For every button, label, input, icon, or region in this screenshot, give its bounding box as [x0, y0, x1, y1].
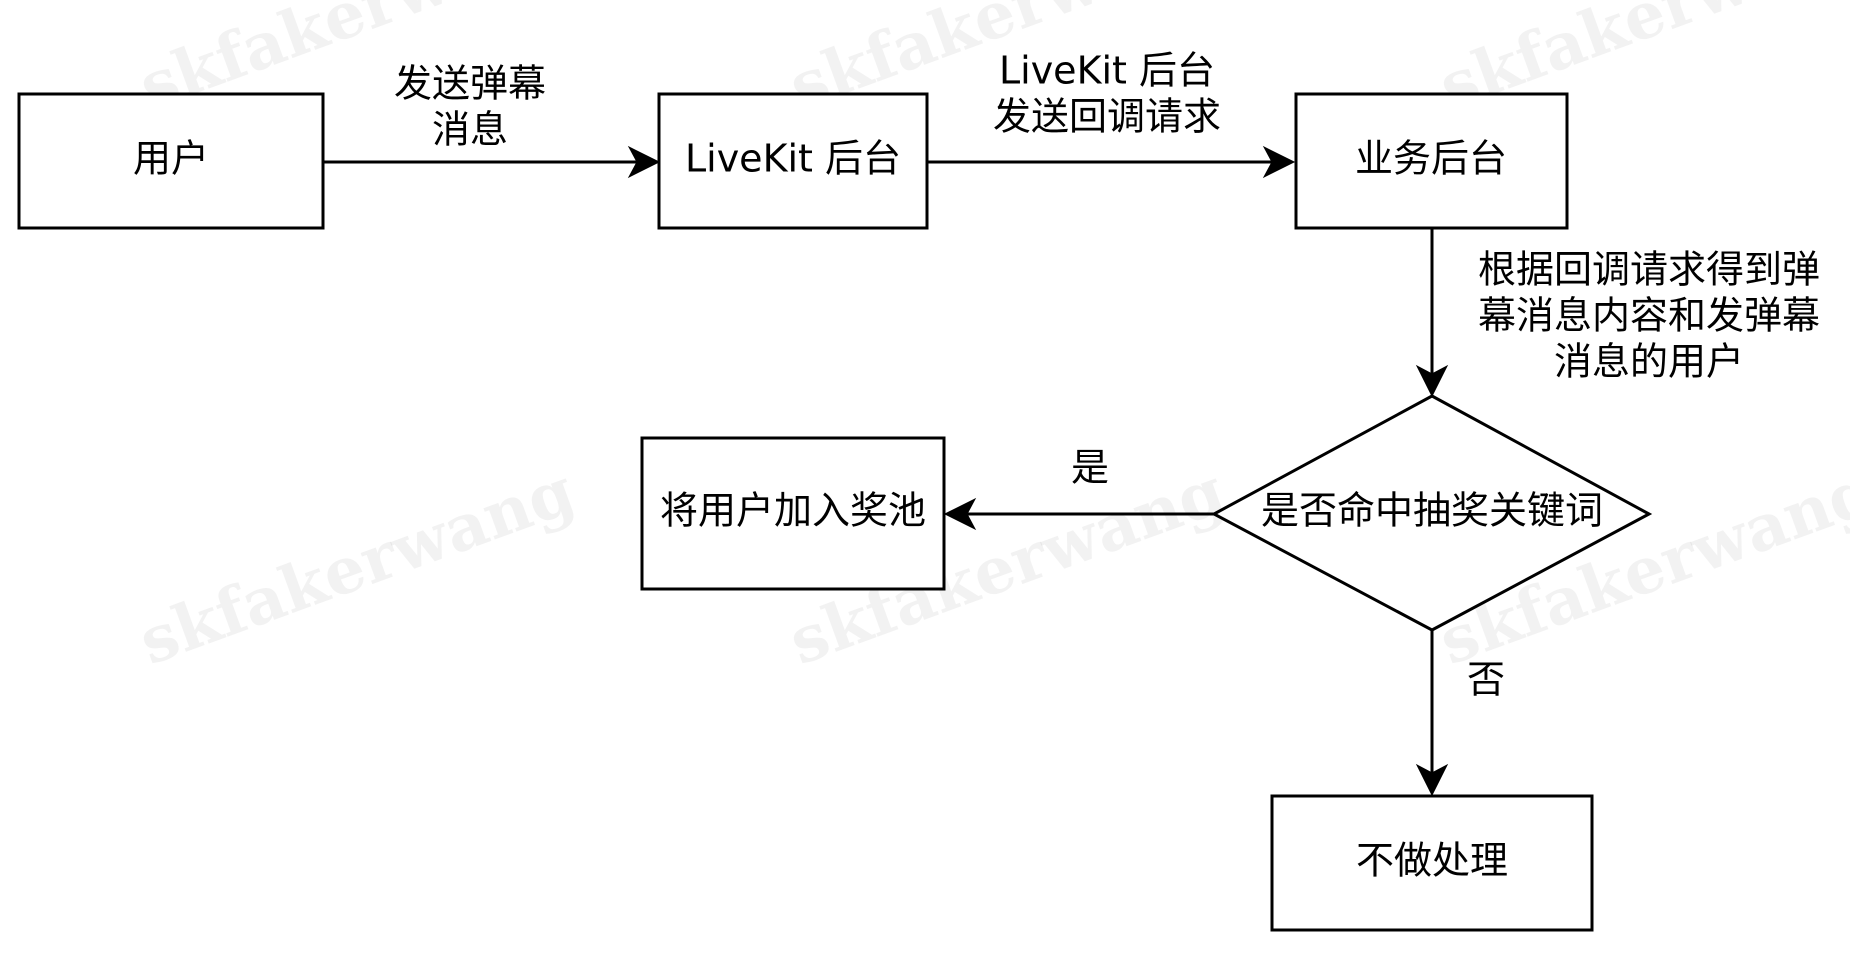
node-business-box — [1294, 92, 1569, 230]
node-noop-box — [1270, 794, 1594, 932]
edge-labels: 发送弹幕 消息 LiveKit 后台 发送回调请求 根据回调请求得到弹 幕消息内… — [394, 49, 1820, 702]
label-send-callback-line-2: 发送回调请求 — [993, 95, 1221, 139]
node-user-label: 用户 — [133, 137, 209, 181]
label-get-content-line-2: 幕消息内容和发弹幕 — [1478, 294, 1820, 338]
edges — [323, 145, 1449, 797]
label-get-content-line-1: 根据回调请求得到弹 — [1478, 248, 1820, 292]
node-livekit-box — [657, 92, 929, 230]
node-noop-label: 不做处理 — [1356, 839, 1508, 883]
label-no: 否 — [1467, 658, 1505, 702]
node-pool: 将用户加入奖池 — [640, 436, 946, 591]
arrow-head-noop — [1415, 763, 1449, 797]
label-yes: 是 — [1071, 446, 1109, 490]
watermark-bottom-left: skfakerwang — [130, 454, 584, 680]
node-pool-label: 将用户加入奖池 — [660, 489, 926, 533]
node-livekit: LiveKit 后台 — [657, 92, 929, 230]
label-send-danmaku-line-1: 发送弹幕 — [394, 62, 546, 106]
node-pool-box — [640, 436, 946, 591]
node-user-box — [17, 92, 325, 230]
arrow-head-pool — [943, 497, 977, 531]
node-user: 用户 — [17, 92, 325, 230]
label-send-danmaku-line-2: 消息 — [432, 108, 508, 152]
label-send-callback-line-1: LiveKit 后台 — [999, 49, 1215, 93]
node-decision-label: 是否命中抽奖关键词 — [1261, 489, 1603, 533]
arrow-head-decision — [1415, 364, 1449, 398]
node-business-label: 业务后台 — [1355, 137, 1507, 181]
node-decision-diamond — [1210, 394, 1653, 632]
node-noop: 不做处理 — [1270, 794, 1594, 932]
arrow-head-livekit — [627, 145, 661, 179]
node-business: 业务后台 — [1294, 92, 1569, 230]
label-get-content-line-3: 消息的用户 — [1554, 340, 1744, 384]
node-decision: 是否命中抽奖关键词 — [1210, 394, 1653, 632]
arrow-head-business — [1262, 145, 1296, 179]
node-livekit-label: LiveKit 后台 — [685, 137, 901, 181]
